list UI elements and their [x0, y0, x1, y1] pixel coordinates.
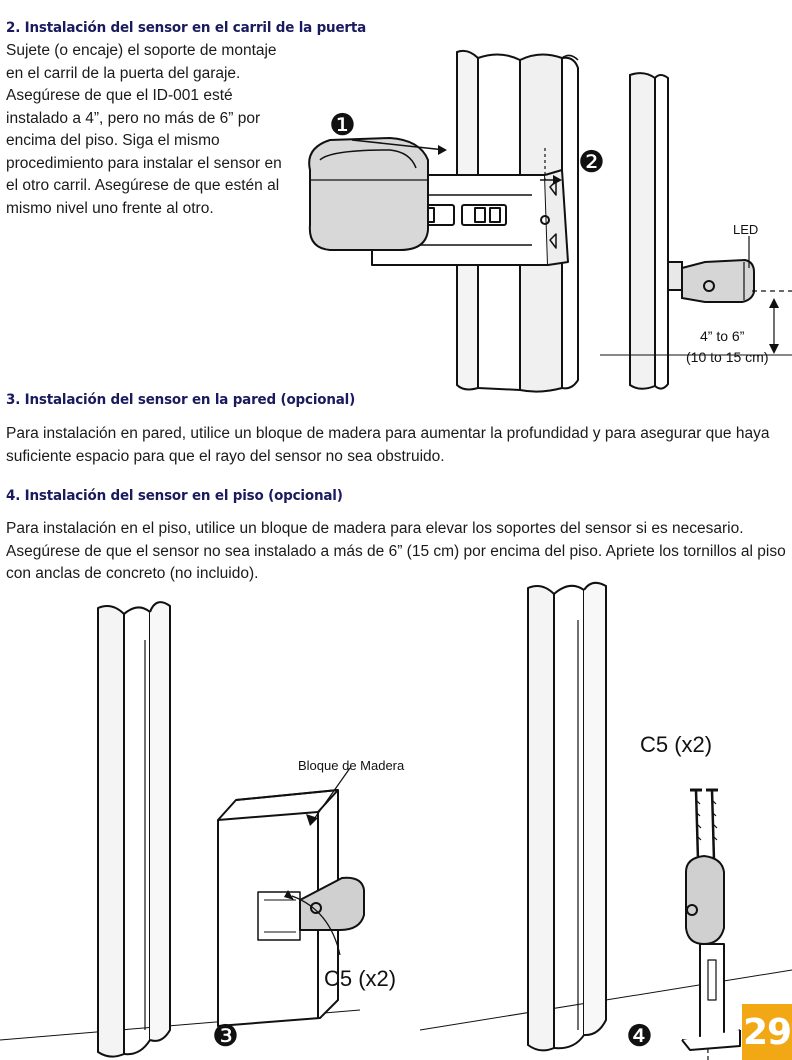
step-3-marker: ❸: [212, 1020, 239, 1053]
section-2-text: Sujete (o encaje) el soporte de montaje …: [6, 42, 282, 217]
section-3-text: Para instalación en pared, utilice un bl…: [6, 425, 770, 465]
section-4-text: Para instalación en el piso, utilice un …: [6, 520, 786, 582]
wall-mount-illustration: [0, 601, 365, 1058]
section-2-heading: 2. Instalación del sensor en el carril d…: [6, 20, 367, 36]
wood-block-label: Bloque de Madera: [298, 758, 405, 773]
track-bracket-illustration: [308, 49, 579, 393]
floor-screw-label: C5 (x2): [640, 732, 712, 757]
step-2-marker: ❷: [578, 146, 605, 179]
height-label: 4” to 6”: [700, 328, 745, 344]
page-number-badge: 29: [742, 1004, 792, 1060]
height-side-view-illustration: [600, 72, 792, 390]
section-4-heading: 4. Instalación del sensor en el piso (op…: [6, 488, 343, 504]
step-1-marker: ❶: [329, 109, 356, 142]
step-4-marker: ❹: [626, 1020, 653, 1053]
section-3-heading: 3. Instalación del sensor en la pared (o…: [6, 392, 356, 408]
led-label: LED: [733, 222, 758, 237]
wall-screw-label: C5 (x2): [324, 966, 396, 991]
floor-mount-illustration: [419, 581, 792, 1060]
height-metric-label: (10 to 15 cm): [686, 349, 768, 365]
